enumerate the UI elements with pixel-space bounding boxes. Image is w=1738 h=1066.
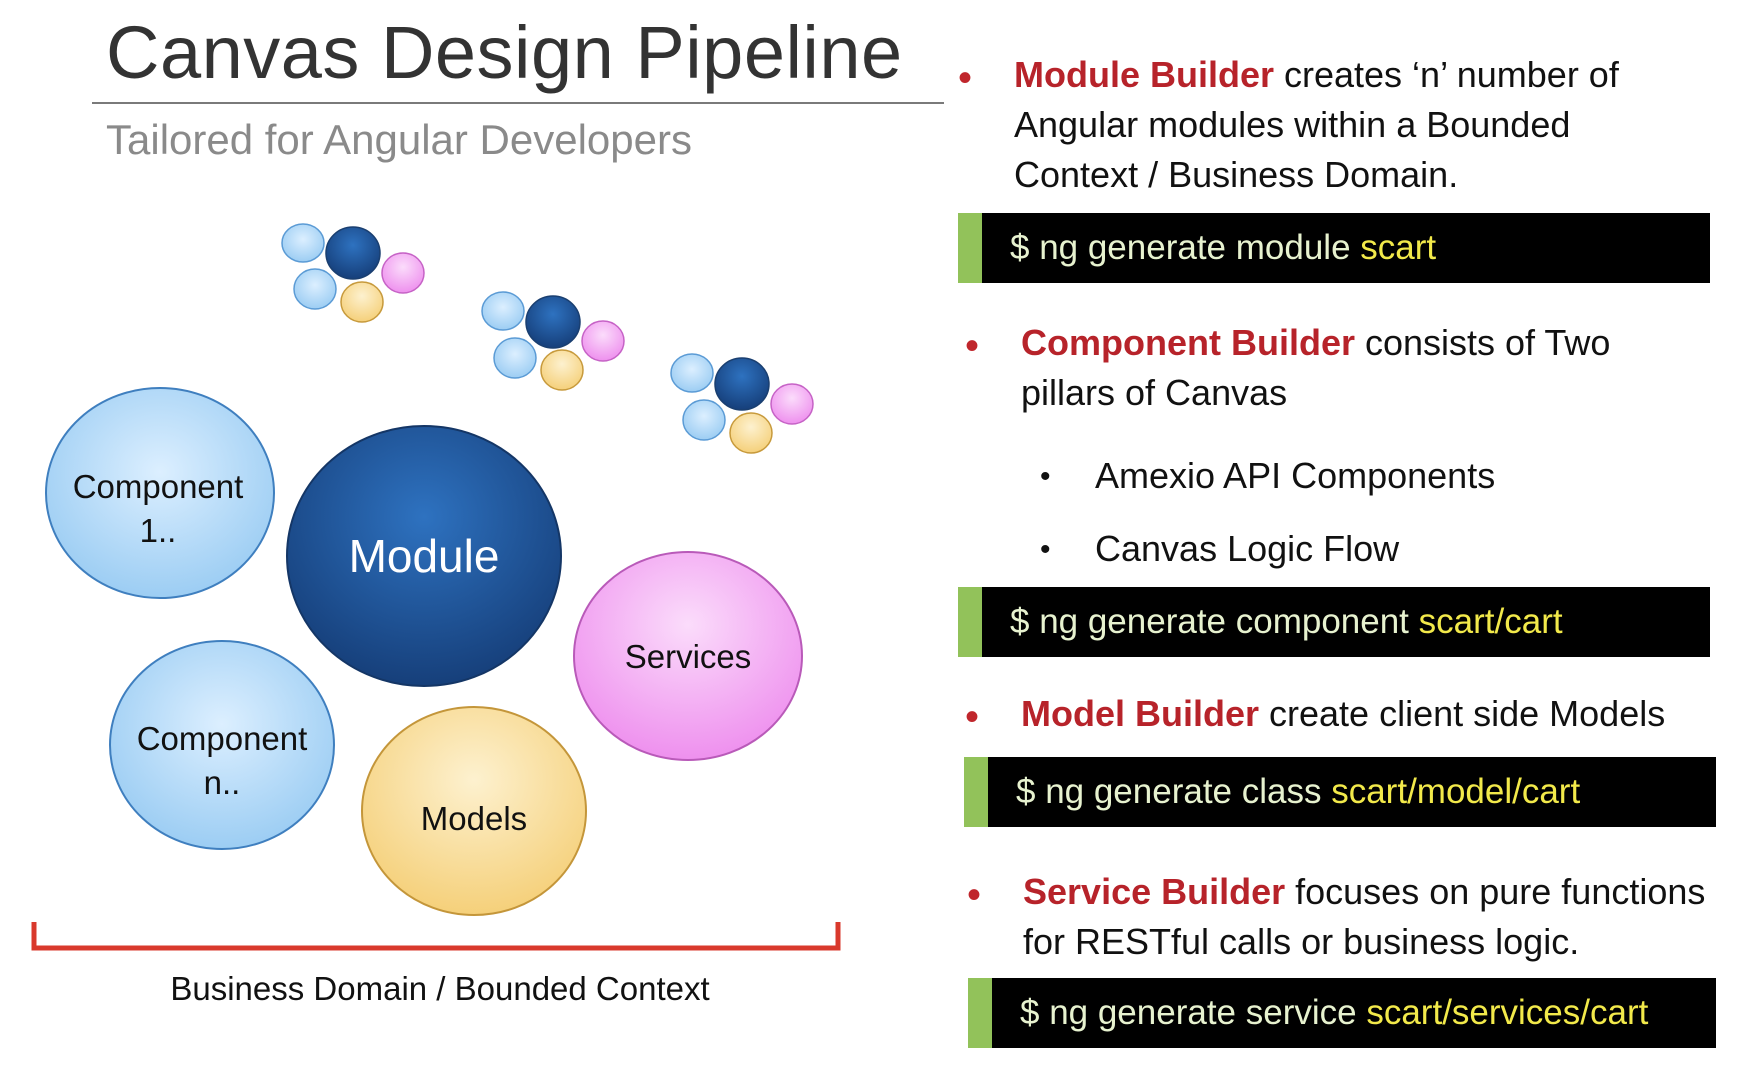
sub-bullet-marker: • <box>1040 533 1051 566</box>
mini-models-bubble <box>540 349 584 391</box>
service-command: $ ng generate service scart/services/car… <box>992 993 1648 1033</box>
module-diagram: Component 1.. Module Services Component … <box>31 223 841 951</box>
service-builder-text: focuses on pure functions for RESTful ca… <box>1023 871 1706 962</box>
command-accent-bar <box>958 213 982 283</box>
bullet-marker: • <box>958 56 973 100</box>
model-command-block: $ ng generate class scart/model/cart <box>964 757 1716 827</box>
mini-services-bubble <box>581 320 625 362</box>
component-command-text: $ ng generate component <box>1010 602 1409 641</box>
bounded-context-bracket <box>31 922 841 951</box>
command-accent-bar <box>968 978 992 1048</box>
module-command-arg: scart <box>1360 228 1437 267</box>
command-accent-bar <box>958 587 982 657</box>
module-label: Module <box>349 530 500 582</box>
mini-component-1-bubble <box>670 353 714 393</box>
mini-component-n-bubble <box>293 268 337 310</box>
model-command-text: $ ng generate class <box>1016 772 1322 811</box>
module-bubble: Module <box>286 425 562 687</box>
mini-cluster-1 <box>281 223 425 323</box>
bullet-marker: • <box>965 695 980 739</box>
mini-module-bubble <box>714 357 770 411</box>
component-n-bubble: Component n.. <box>109 640 335 850</box>
command-accent-bar <box>964 757 988 827</box>
module-command: $ ng generate module scart <box>982 228 1436 268</box>
mini-models-bubble <box>729 412 773 454</box>
component-builder-description: Component Builder consists of Two pillar… <box>1021 318 1661 418</box>
component-1-bubble: Component 1.. <box>45 387 275 599</box>
service-command-text: $ ng generate service <box>1020 993 1357 1032</box>
services-bubble: Services <box>573 551 803 761</box>
module-command-text: $ ng generate module <box>1010 228 1351 267</box>
module-builder-description: Module Builder creates ‘n’ number of Ang… <box>1014 50 1674 200</box>
mini-component-n-bubble <box>682 399 726 441</box>
bounded-context-label: Business Domain / Bounded Context <box>170 970 710 1007</box>
component-n-label: Component <box>137 720 308 757</box>
mini-cluster-3 <box>670 353 814 454</box>
component-1-label: Component <box>73 468 244 505</box>
model-command-arg: scart/model/cart <box>1331 772 1581 811</box>
mini-module-bubble <box>325 226 381 280</box>
service-builder-description: Service Builder focuses on pure function… <box>1023 867 1723 967</box>
component-1-index: 1.. <box>140 512 177 549</box>
model-command: $ ng generate class scart/model/cart <box>988 772 1580 812</box>
model-builder-text: create client side Models <box>1259 693 1666 734</box>
component-n-index: n.. <box>204 764 241 801</box>
sub-bullet-marker: • <box>1040 460 1051 493</box>
mini-component-n-bubble <box>493 337 537 379</box>
component-command-block: $ ng generate component scart/cart <box>958 587 1710 657</box>
component-builder-text: consists of Two pillars of Canvas <box>1021 322 1611 413</box>
service-command-arg: scart/services/cart <box>1366 993 1649 1032</box>
mini-cluster-2 <box>481 291 625 391</box>
mini-component-1-bubble <box>481 291 525 331</box>
module-command-block: $ ng generate module scart <box>958 213 1710 283</box>
mini-models-bubble <box>340 281 384 323</box>
mini-component-1-bubble <box>281 223 325 263</box>
component-command: $ ng generate component scart/cart <box>982 602 1563 642</box>
service-builder-name: Service Builder <box>1023 871 1286 912</box>
module-builder-name: Module Builder <box>1014 54 1274 95</box>
models-label: Models <box>421 800 527 837</box>
models-bubble: Models <box>361 706 587 916</box>
page-title: Canvas Design Pipeline <box>106 11 903 94</box>
mini-services-bubble <box>381 252 425 294</box>
module-builder-text: creates ‘n’ number of Angular modules wi… <box>1014 54 1619 195</box>
mini-services-bubble <box>770 383 814 425</box>
subitem-canvas-logic: Canvas Logic Flow <box>1095 528 1400 569</box>
mini-module-bubble <box>525 295 581 349</box>
model-builder-name: Model Builder <box>1021 693 1260 734</box>
bullet-marker: • <box>967 873 982 917</box>
bullet-marker: • <box>965 324 980 368</box>
page-subtitle: Tailored for Angular Developers <box>106 116 692 163</box>
component-builder-name: Component Builder <box>1021 322 1355 363</box>
component-command-arg: scart/cart <box>1418 602 1563 641</box>
services-label: Services <box>625 638 752 675</box>
subitem-amexio-api: Amexio API Components <box>1095 455 1496 496</box>
title-divider <box>92 102 944 104</box>
service-command-block: $ ng generate service scart/services/car… <box>968 978 1716 1048</box>
model-builder-description: Model Builder create client side Models <box>1021 689 1721 739</box>
